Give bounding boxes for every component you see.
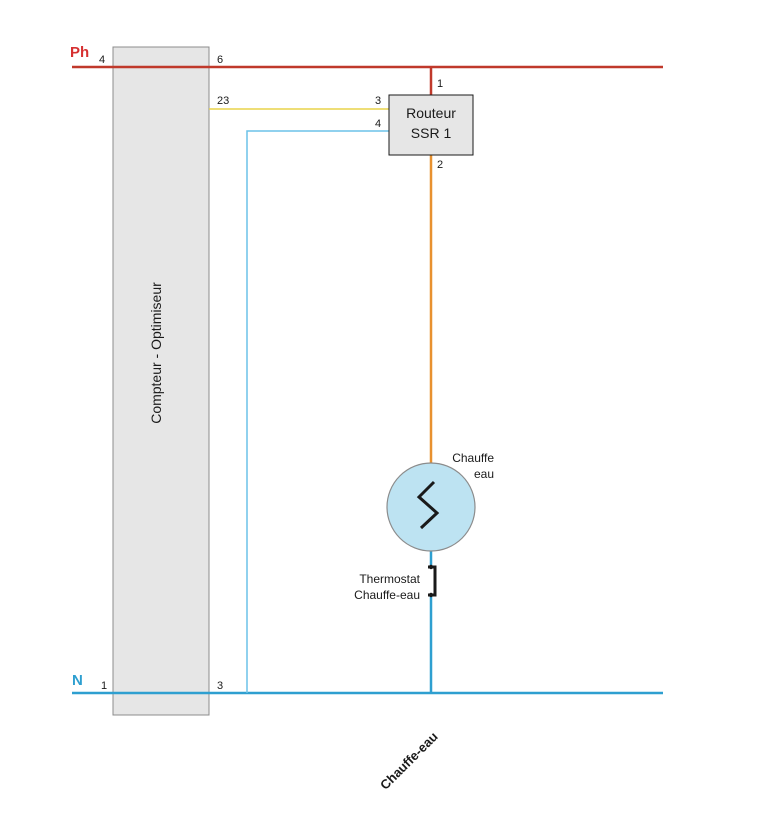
switch-contact-icon <box>428 564 437 598</box>
heater-label-line2: eau <box>474 467 494 481</box>
signal-wire-4-to-neutral <box>246 130 389 693</box>
meter-label: Compteur - Optimiseur <box>148 282 164 424</box>
router-label-line1: Routeur <box>406 105 456 121</box>
thermostat-label-line1: Thermostat <box>359 572 420 586</box>
neutral-rail-label: N <box>72 672 83 689</box>
router-label-line2: SSR 1 <box>411 125 452 141</box>
phase-rail-label: Ph <box>70 44 89 61</box>
meter-terminal-6: 6 <box>217 54 223 66</box>
router-terminal-4: 4 <box>375 118 381 130</box>
router-terminal-2: 2 <box>437 159 443 171</box>
resistor-zigzag-icon <box>416 480 440 530</box>
router-terminal-3: 3 <box>375 95 381 107</box>
router-box <box>388 94 474 156</box>
meter-terminal-3: 3 <box>217 680 223 692</box>
heater-label-line1: Chauffe <box>452 451 494 465</box>
meter-terminal-1: 1 <box>101 680 107 692</box>
meter-terminal-4: 4 <box>99 54 105 66</box>
water-heater <box>386 462 476 552</box>
router-terminal-1: 1 <box>437 78 443 90</box>
thermostat-label-line2: Chauffe-eau <box>354 588 420 602</box>
footer-caption: Chauffe-eau <box>377 729 441 793</box>
meter-terminal-23: 23 <box>217 95 229 107</box>
meter-column <box>112 46 210 716</box>
